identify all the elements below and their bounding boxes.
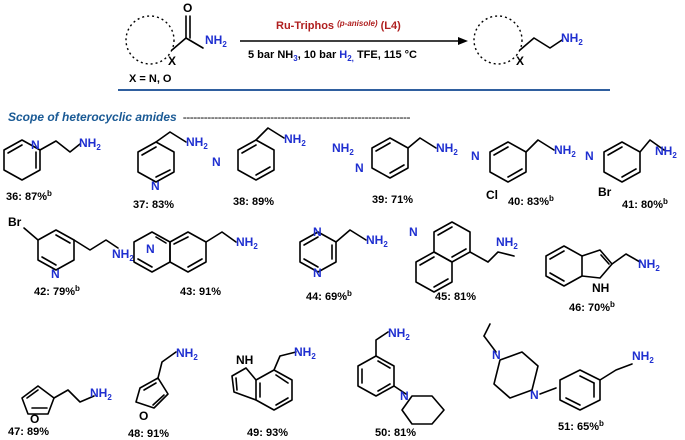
nitrogen: N xyxy=(146,242,155,256)
nitrogen: N xyxy=(400,389,409,403)
indole-nh: NH xyxy=(592,281,609,295)
bromine: Br xyxy=(8,215,22,229)
nitrogen: N xyxy=(585,149,594,163)
heteroatom-x: X xyxy=(516,54,524,68)
compound-43: N NH2 43: 91% xyxy=(133,231,258,298)
bromine: Br xyxy=(598,185,612,199)
nh2: NH2 xyxy=(112,247,134,263)
compound-label: 50: 81% xyxy=(375,427,416,439)
nh2: NH2 xyxy=(90,386,112,402)
compound-49: NH NH2 49: 93% xyxy=(231,345,316,439)
compound-label: 41: 80%b xyxy=(622,197,668,211)
nh2: NH2 xyxy=(655,144,677,160)
nh2: NH2 xyxy=(236,235,258,251)
compound-label: 44: 69%b xyxy=(306,289,352,303)
compound-47: O NH2 47: 89% xyxy=(8,385,112,438)
compound-46: NH NH2 46: 70%b xyxy=(545,245,660,314)
compound-51: N N NH2 51: 65%b xyxy=(483,323,654,433)
nitrogen: N xyxy=(51,267,60,281)
reaction-header: O NH2 X X = N, O Ru-Triphos (p-anisole) … xyxy=(125,1,583,85)
nh2: NH2 xyxy=(366,233,388,249)
compound-label: 45: 81% xyxy=(435,291,476,303)
nh2: NH2 xyxy=(176,346,198,362)
generic-ring xyxy=(473,15,523,65)
nh2: NH2 xyxy=(388,326,410,342)
nh2: NH2 xyxy=(186,135,208,151)
indole-nh: NH xyxy=(236,353,253,367)
nh2: NH2 xyxy=(436,141,458,157)
nitrogen: N xyxy=(212,155,221,169)
generic-ring xyxy=(125,15,175,65)
compound-label: 39: 71% xyxy=(372,194,413,206)
compound-40: N NH2 Cl 40: 83%b xyxy=(471,139,576,208)
furan-oxygen: O xyxy=(139,409,148,423)
compound-label: 42: 79%b xyxy=(34,284,80,298)
catalyst-text: Ru-Triphos (p-anisole) (L4) xyxy=(276,17,401,32)
amide-nh2: NH2 xyxy=(205,33,227,49)
nitrogen: N xyxy=(471,149,480,163)
compound-label: 51: 65%b xyxy=(558,419,604,433)
product-nh2: NH2 xyxy=(561,31,583,47)
nh2: NH2 xyxy=(554,143,576,159)
reaction-arrow xyxy=(458,37,468,45)
carbonyl-oxygen: O xyxy=(183,1,192,15)
amino-group: NH2 xyxy=(332,141,354,157)
compound-48: O NH2 48: 91% xyxy=(128,346,198,440)
chlorine: Cl xyxy=(486,188,498,202)
nh2: NH2 xyxy=(638,257,660,273)
nitrogen: N xyxy=(530,388,539,402)
compound-38: N NH2 38: 89% xyxy=(212,127,306,208)
nitrogen: N xyxy=(409,225,418,239)
nitrogen: N xyxy=(151,179,160,193)
nh2: NH2 xyxy=(294,345,316,361)
conditions-text: 5 bar NH3, 10 bar H2, TFE, 115 °C xyxy=(248,49,417,63)
heteroatom-x: X xyxy=(168,54,176,68)
compound-label: 49: 93% xyxy=(247,427,288,439)
compound-label: 43: 91% xyxy=(180,286,221,298)
nh2: NH2 xyxy=(79,136,101,152)
nitrogen: N xyxy=(492,348,501,362)
x-definition: X = N, O xyxy=(129,73,172,85)
compound-label: 37: 83% xyxy=(133,199,174,211)
compound-label: 40: 83%b xyxy=(508,194,554,208)
compound-label: 48: 91% xyxy=(128,428,169,440)
nh2: NH2 xyxy=(284,132,306,148)
nitrogen: N xyxy=(355,161,364,175)
nh2: NH2 xyxy=(496,235,518,251)
section-title: Scope of heterocyclic amides------------… xyxy=(8,110,410,124)
compound-45: N NH2 45: 81% xyxy=(409,221,518,303)
furan-oxygen: O xyxy=(30,412,39,426)
compound-42: Br N NH2 42: 79%b xyxy=(8,215,134,298)
compound-36: N NH2 36: 87%b xyxy=(3,136,101,203)
nitrogen: N xyxy=(313,225,322,239)
nh2: NH2 xyxy=(632,349,654,365)
compound-39: NH2 N NH2 39: 71% xyxy=(332,137,458,206)
nitrogen: N xyxy=(31,138,40,152)
compound-label: 38: 89% xyxy=(233,196,274,208)
compound-44: N N NH2 44: 69%b xyxy=(299,225,388,303)
compound-label: 47: 89% xyxy=(8,426,49,438)
nitrogen: N xyxy=(313,266,322,280)
compound-50: NH2 N 50: 81% xyxy=(357,326,445,439)
compound-label: 46: 70%b xyxy=(569,300,615,314)
compound-41: N NH2 Br 41: 80%b xyxy=(585,139,677,211)
compound-label: 36: 87%b xyxy=(6,189,52,203)
compound-37: N NH2 37: 83% xyxy=(133,131,208,211)
